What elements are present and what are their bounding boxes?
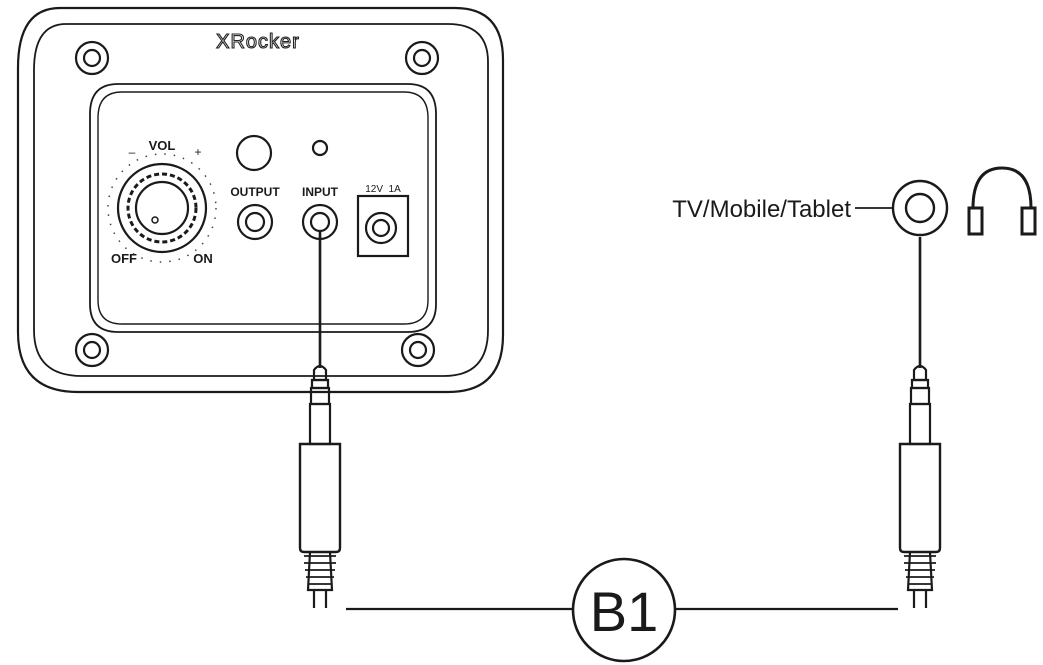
screw-bottom-right (400, 332, 436, 368)
power-button (235, 134, 273, 172)
volume-scale-ticks (107, 153, 217, 263)
led-indicator (311, 139, 329, 157)
vol-label: VOL (149, 138, 176, 153)
input-label: INPUT (302, 185, 339, 199)
screw-top-right (404, 40, 440, 76)
b1-callout-circle (571, 557, 677, 663)
brand-logo: XRocker (216, 31, 300, 53)
source-device-label: TV/Mobile/Tablet (672, 196, 851, 223)
dc-power-jack (356, 194, 410, 258)
off-label: OFF (111, 251, 137, 266)
control-panel (16, 6, 505, 394)
output-jack (236, 203, 274, 241)
cable-label: B1 (590, 580, 659, 643)
panel-inner-frame (33, 23, 489, 377)
vol-minus-mark: – (129, 145, 136, 159)
panel-outer-frame (16, 6, 505, 394)
power-rating-label: 12V 1A (365, 184, 401, 195)
headphones-icon (967, 166, 1037, 236)
panel-inset-inner (97, 91, 429, 325)
volume-knob (116, 162, 208, 254)
source-headphone-jack (891, 179, 949, 237)
output-label: OUTPUT (230, 185, 280, 199)
audio-plug-left (298, 364, 342, 608)
on-label: ON (193, 251, 213, 266)
panel-inset (89, 83, 437, 333)
screw-bottom-left (74, 332, 110, 368)
vol-plus-mark: + (194, 145, 201, 159)
screw-top-left (74, 40, 110, 76)
audio-plug-right (898, 364, 942, 608)
